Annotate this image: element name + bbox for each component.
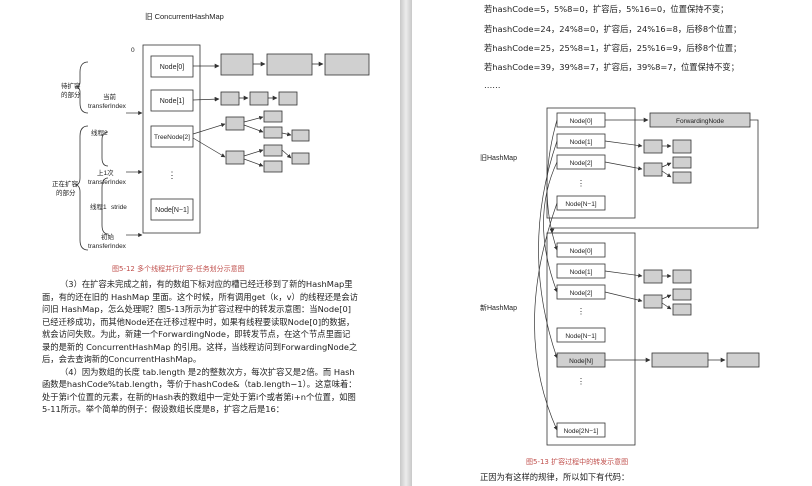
- svg-text:线程2: 线程2: [91, 128, 108, 137]
- svg-text:线程1: 线程1: [90, 202, 107, 211]
- node-label: TreeNode[2]: [154, 134, 190, 141]
- svg-text:Node[N]: Node[N]: [569, 358, 593, 365]
- svg-text:transferIndex: transferIndex: [88, 103, 127, 110]
- svg-text:Node[0]: Node[0]: [570, 248, 593, 255]
- node-cell: Node[0]: [150, 55, 194, 78]
- linked-list-chain: [220, 53, 370, 76]
- svg-text:ForwardingNode: ForwardingNode: [676, 118, 724, 125]
- figure-caption: 图5-13 扩容过程中的转发示意图: [526, 458, 629, 466]
- svg-text:Node[0]: Node[0]: [570, 118, 593, 125]
- svg-text:⋮: ⋮: [577, 307, 585, 316]
- svg-text:Node[N−1]: Node[N−1]: [565, 201, 596, 208]
- closing-line: 正因为有这样的规律，所以如下有代码：: [480, 472, 630, 482]
- svg-text:Node[2]: Node[2]: [570, 160, 593, 167]
- svg-text:初始: 初始: [101, 232, 115, 241]
- node-cell: Node[1]: [150, 89, 194, 112]
- svg-text:上1次: 上1次: [97, 168, 114, 177]
- tree-node-cell: TreeNode[2]: [150, 125, 194, 148]
- svg-text:⋮: ⋮: [577, 377, 585, 386]
- body-text: （3）在扩容未完成之前，有的数组下标对应的槽已经迁移到了新的HashMap里面，…: [42, 278, 358, 416]
- fig1-title: 旧 ConcurrentHashMap: [145, 12, 224, 21]
- node-cell: Node[N−1]: [150, 198, 194, 221]
- svg-text:transferIndex: transferIndex: [88, 179, 127, 186]
- figure-5-13: 旧HashMap 新HashMap Node[0] Node[1] Node[2…: [480, 107, 760, 446]
- svg-text:待扩容: 待扩容: [61, 81, 81, 90]
- node-label: Node[1]: [160, 98, 185, 105]
- svg-text:当前: 当前: [103, 92, 117, 101]
- svg-text:Node[1]: Node[1]: [570, 139, 593, 146]
- paragraph: （4）因为数组的长度 tab.length 是2的整数次方，每次扩容又是2倍。而…: [42, 366, 357, 415]
- text-line: 若hashCode=25，25%8=1，扩容后，25%16=9，后移8个位置；: [484, 43, 742, 53]
- red-black-tree: [225, 110, 310, 173]
- fig1-index-zero: 0: [131, 47, 135, 54]
- svg-text:Node[2N−1]: Node[2N−1]: [564, 428, 599, 435]
- svg-text:的部分: 的部分: [56, 188, 76, 197]
- svg-text:Node[N−1]: Node[N−1]: [565, 333, 596, 340]
- text-line: 若hashCode=39，39%8=7，扩容后，39%8=7，位置保持不变；: [484, 62, 740, 72]
- figure-caption: 图5-12 多个线程并行扩容-任务划分示意图: [112, 265, 245, 273]
- svg-text:stride: stride: [111, 204, 127, 211]
- node-label: Node[0]: [160, 64, 185, 71]
- new-map-label: 新HashMap: [480, 303, 517, 312]
- text-line: 若hashCode=24，24%8=0，扩容后，24%16=8，后移8个位置；: [484, 24, 742, 34]
- svg-text:Node[2]: Node[2]: [570, 290, 593, 297]
- text-line: ……: [484, 80, 501, 90]
- right-page: 若hashCode=5，5%8=0，扩容后，5%16=0，位置保持不变； 若ha…: [412, 0, 812, 486]
- left-page: 旧 ConcurrentHashMap 0 Node[0] Node[1] Tr…: [0, 0, 400, 486]
- svg-text:⋮: ⋮: [577, 179, 585, 188]
- svg-text:的部分: 的部分: [61, 90, 81, 99]
- text-line: 若hashCode=5，5%8=0，扩容后，5%16=0，位置保持不变；: [484, 4, 729, 14]
- node-label: Node[N−1]: [155, 207, 189, 214]
- forwarding-reference: [549, 119, 759, 234]
- paragraph: （3）在扩容未完成之前，有的数组下标对应的槽已经迁移到了新的HashMap里面，…: [42, 279, 358, 364]
- svg-text:Node[1]: Node[1]: [570, 269, 593, 276]
- book-gutter: [400, 0, 412, 486]
- svg-text:正在扩容: 正在扩容: [52, 179, 79, 188]
- vertical-ellipsis: ⋮: [168, 170, 177, 180]
- svg-text:transferIndex: transferIndex: [88, 243, 127, 250]
- old-map-label: 旧HashMap: [480, 154, 517, 162]
- figure-5-12: 旧 ConcurrentHashMap 0 Node[0] Node[1] Tr…: [52, 12, 370, 251]
